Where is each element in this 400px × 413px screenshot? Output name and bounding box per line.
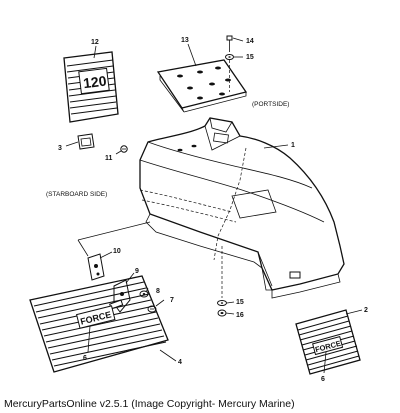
callout-4: 4 (178, 359, 182, 366)
starboard-decal-4: FORCE (29, 275, 169, 373)
bolt-14 (226, 35, 233, 52)
model-decal-text: 120 (82, 73, 107, 92)
model-decal-12: 120 (63, 51, 119, 123)
callout-6-port: 6 (321, 376, 325, 383)
screw-11 (120, 145, 128, 153)
callout-10: 10 (113, 248, 121, 255)
image-copyright-caption: MercuryPartsOnline v2.5.1 (Image Copyrig… (4, 398, 295, 410)
callout-7: 7 (170, 297, 174, 304)
bracket-10 (87, 253, 105, 281)
port-force-logo: FORCE (314, 339, 342, 354)
callout-12: 12 (91, 39, 99, 46)
callout-9: 9 (135, 268, 139, 275)
callout-8: 8 (156, 288, 160, 295)
callout-15-bottom: 15 (236, 299, 244, 306)
callout-15-top: 15 (246, 54, 254, 61)
callout-16: 16 (236, 312, 244, 319)
callout-14: 14 (246, 38, 254, 45)
port-decal-2: FORCE (295, 309, 361, 375)
starboard-side-label: (STARBOARD SIDE) (46, 191, 107, 198)
top-plate-13 (156, 59, 248, 113)
callout-11: 11 (105, 155, 113, 162)
nut-16 (217, 309, 227, 317)
cowl-1 (139, 117, 345, 299)
callout-1: 1 (291, 142, 295, 149)
callout-13: 13 (181, 37, 189, 44)
callout-3: 3 (58, 145, 62, 152)
washer-15-bottom (217, 300, 227, 306)
callout-2: 2 (364, 307, 368, 314)
portside-label: (PORTSIDE) (252, 101, 289, 108)
small-decal-3 (77, 133, 95, 150)
callout-6-starboard: 6 (83, 355, 87, 362)
leader-lines (65, 37, 363, 374)
washer-15-top (225, 54, 234, 60)
